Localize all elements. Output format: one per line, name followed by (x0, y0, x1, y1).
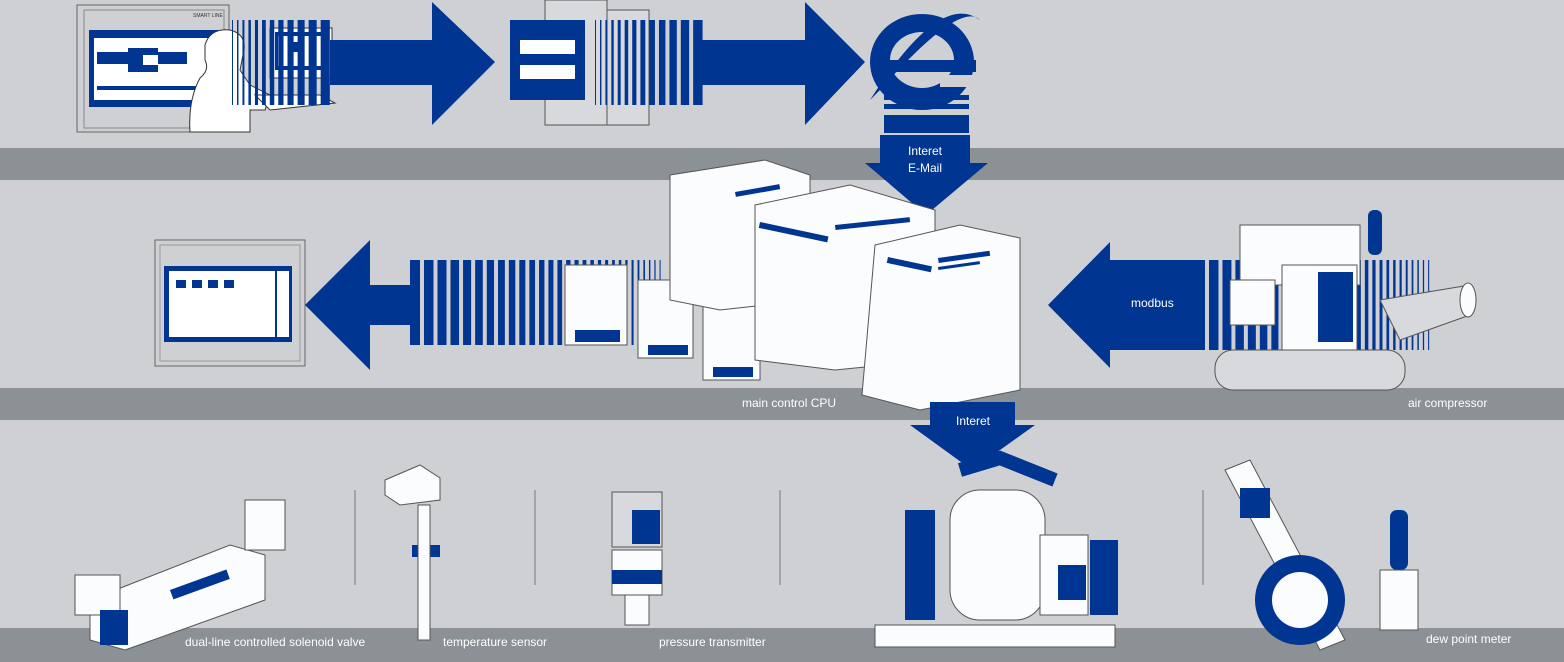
main-control-cpu (669, 159, 1021, 411)
stripe (308, 20, 317, 105)
dryer-tank (874, 450, 1118, 648)
stripe (557, 260, 563, 345)
stripe (1372, 260, 1376, 350)
stripe (1209, 260, 1219, 350)
stripe (1195, 260, 1205, 350)
compressor-label: air compressor (1408, 396, 1488, 410)
stripe (287, 20, 294, 105)
stripe (269, 20, 275, 105)
stripe (278, 20, 284, 105)
band-2 (0, 388, 1564, 420)
stripe (680, 20, 690, 105)
cpu-label: main control CPU (742, 396, 837, 410)
stripe (548, 260, 554, 345)
stripe (242, 20, 245, 105)
io-modules (564, 264, 761, 381)
stripe (463, 260, 472, 345)
stripe (410, 260, 420, 345)
arrow-right-1 (330, 2, 495, 125)
stripe (624, 20, 629, 105)
stripe (232, 20, 233, 105)
data-stripes-2 (595, 20, 703, 105)
dew-point-label: dew point meter (1426, 632, 1512, 646)
stripe (631, 260, 634, 345)
stripe (297, 20, 305, 105)
stripe (237, 20, 239, 105)
stripe (539, 260, 545, 345)
stripe (1379, 260, 1383, 350)
stripe (595, 20, 596, 105)
data-stripes-1 (232, 20, 330, 105)
stripe (508, 260, 516, 345)
dew-point-meter (1224, 459, 1419, 651)
stripe (519, 260, 526, 345)
stripe (498, 260, 505, 345)
internet-label-2: Interet (955, 414, 991, 428)
separators (354, 490, 1204, 585)
stripe (475, 260, 483, 345)
temperature-label: temperature sensor (443, 635, 548, 649)
stripe (486, 260, 495, 345)
arrow-left-modbus (1048, 242, 1195, 368)
internet-label: Interet (907, 144, 943, 158)
stripe (605, 20, 608, 105)
stripe (437, 260, 447, 345)
solenoid-valve (74, 499, 286, 651)
arrow-down-internet (910, 402, 1035, 470)
stripe (632, 20, 637, 105)
solenoid-label: dual-line controlled solenoid valve (185, 635, 366, 649)
stripe (600, 20, 602, 105)
stripe (658, 20, 666, 105)
stripe (248, 20, 251, 105)
stripe (254, 20, 259, 105)
stripe (640, 20, 646, 105)
stripe (262, 20, 266, 105)
stripe (611, 20, 614, 105)
stripe (1364, 260, 1369, 350)
arrow-down-internet-email (865, 135, 988, 215)
air-compressor (1214, 210, 1477, 391)
stripe (1222, 260, 1232, 350)
stripe (693, 20, 703, 105)
hmi-brand: SMART LINE (193, 13, 223, 19)
hmi-display-panel (154, 239, 306, 367)
stripe (450, 260, 460, 345)
stripe (617, 20, 621, 105)
stripe (649, 20, 655, 105)
arrow-right-2 (700, 2, 865, 125)
stripe (529, 260, 536, 345)
stripe (669, 20, 677, 105)
email-label: E-Mail (907, 161, 942, 175)
internet-explorer-icon (870, 13, 980, 133)
arrow-left-to-hmi (305, 240, 410, 370)
stripe (1357, 260, 1361, 350)
stripe (424, 260, 434, 345)
stripe (320, 20, 330, 105)
modbus-label: modbus (1131, 296, 1174, 310)
pressure-label: pressure transmitter (659, 635, 766, 649)
temperature-sensor (384, 464, 441, 641)
pressure-transmitter (611, 491, 663, 626)
